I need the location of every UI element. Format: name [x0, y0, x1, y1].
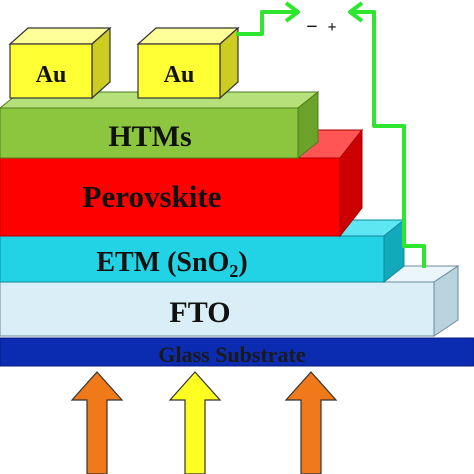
etm-label: ETM (SnO2)	[96, 247, 247, 281]
au-right-label: Au	[164, 62, 195, 88]
light-arrow-center	[168, 371, 222, 474]
htm-layer: HTMs	[0, 90, 320, 160]
terminal-negative: −	[306, 16, 317, 38]
wire-arrowhead-right	[348, 1, 364, 23]
terminal-positive: +	[327, 19, 336, 36]
fto-label: FTO	[169, 296, 230, 329]
glass-substrate-layer: Glass Substrate	[0, 337, 474, 367]
glass-substrate-label: Glass Substrate	[158, 342, 306, 367]
incident-light-arrows	[70, 371, 338, 474]
wire-to-au	[236, 10, 296, 36]
perovskite-label: Perovskite	[83, 179, 222, 214]
light-arrow-left	[70, 371, 124, 474]
wire-to-fto	[352, 10, 426, 268]
au-left-label: Au	[36, 62, 67, 88]
htm-label: HTMs	[108, 120, 191, 153]
external-circuit	[236, 1, 426, 268]
au-electrode-left: Au	[8, 26, 112, 100]
au-electrode-right: Au	[136, 26, 240, 100]
wire-arrowhead-left	[284, 1, 300, 23]
light-arrow-right	[284, 371, 338, 474]
